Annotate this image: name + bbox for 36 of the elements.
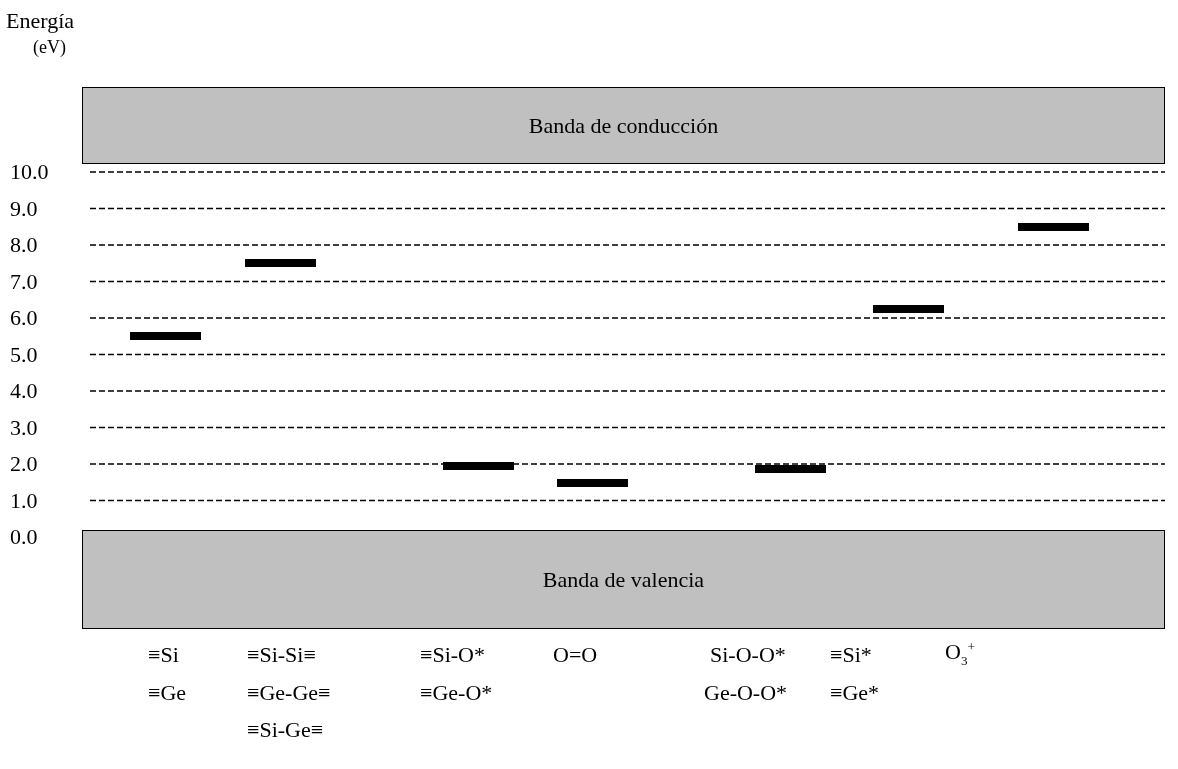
defect-label: ≡Si-Ge≡ (247, 719, 324, 741)
axis-title: Energía (6, 10, 74, 32)
defect-label: ≡Ge-O* (420, 682, 493, 704)
tick-label: 8.0 (10, 234, 38, 256)
energy-band (82, 87, 1165, 164)
band-label: Banda de valencia (542, 566, 705, 593)
energy-level-bar (755, 465, 826, 474)
defect-label: ≡Ge-Ge≡ (247, 682, 331, 704)
tick-label: 5.0 (10, 343, 38, 366)
energy-level-bar (1018, 222, 1089, 231)
axis-unit: (eV) (33, 38, 66, 56)
defect-label: Ge-O-O* (704, 682, 788, 704)
band-label: Banda de conducción (528, 112, 719, 139)
tick-label: 4.0 (10, 380, 38, 402)
energy-band (82, 530, 1165, 629)
energy-level-bar (873, 304, 944, 313)
tick-label: 3.0 (10, 416, 38, 439)
defect-label: O=O (553, 644, 598, 666)
defect-label: ≡Si-O* (420, 644, 485, 666)
tick-label: 9.0 (10, 197, 38, 220)
defect-label: ≡Ge* (830, 682, 880, 704)
tick-label: 6.0 (10, 307, 38, 329)
tick-label: 10.0 (10, 161, 49, 183)
energy-level-bar (130, 332, 201, 341)
tick-label: 2.0 (10, 453, 38, 475)
energy-level-bar (443, 461, 514, 470)
defect-label: ≡Ge (148, 682, 187, 704)
defect-label: ≡Si (148, 644, 179, 666)
energy-level-bar (245, 259, 316, 268)
defect-label: Si-O-O* (710, 644, 786, 666)
tick-label: 1.0 (10, 489, 38, 512)
defect-label: ≡Si* (830, 644, 872, 666)
defect-label: ≡Si-Si≡ (247, 644, 316, 666)
tick-label: 0.0 (10, 526, 38, 548)
tick-label: 7.0 (10, 270, 38, 293)
energy-level-bar (557, 478, 628, 487)
